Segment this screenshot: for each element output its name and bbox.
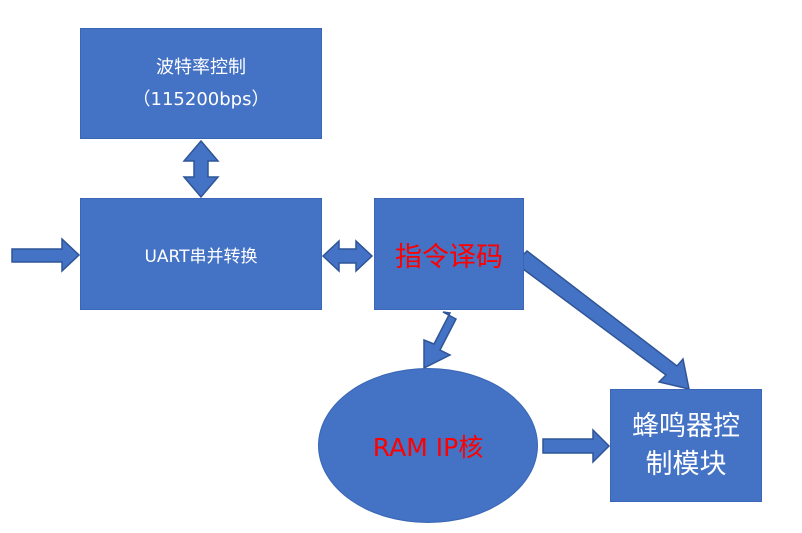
buzzer-block-line2: 制模块: [645, 448, 727, 480]
buzzer-block-line1: 蜂鸣器控: [632, 410, 740, 442]
decode-block-label: 指令译码: [395, 241, 503, 273]
baud-uart-double-arrow: [182, 139, 220, 199]
input-arrow: [11, 237, 81, 273]
baud-rate-control-block: 波特率控制 （115200bps）: [80, 28, 322, 139]
ram-buzzer-arrow: [542, 428, 611, 464]
baud-block-rate: （115200bps）: [132, 88, 270, 110]
ram-ip-core-ellipse: RAM IP核: [318, 368, 538, 523]
ram-block-label: RAM IP核: [372, 432, 484, 462]
uart-decode-double-arrow: [321, 239, 374, 273]
buzzer-control-block: 蜂鸣器控 制模块: [610, 389, 762, 502]
baud-block-title: 波特率控制: [156, 56, 246, 78]
decode-buzzer-arrow: [513, 250, 690, 390]
instruction-decode-block: 指令译码: [374, 198, 524, 310]
decode-ram-arrow: [423, 311, 458, 370]
uart-block-label: UART串并转换: [144, 246, 258, 267]
uart-conversion-block: UART串并转换: [80, 198, 322, 310]
